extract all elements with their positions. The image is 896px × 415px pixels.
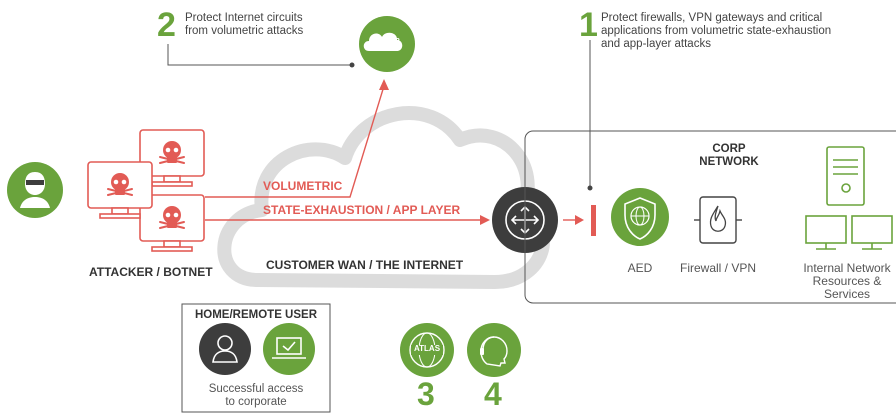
volumetric-arrow: [205, 85, 385, 198]
volumetric-label: VOLUMETRIC: [263, 179, 343, 193]
callout-2-line: from volumetric attacks: [185, 25, 304, 37]
internal-network-line: Services: [823, 287, 870, 301]
arbor-cloud-line: ARBOR: [374, 38, 400, 45]
number-4: 4: [484, 376, 502, 412]
state-exhaustion-label: STATE-EXHAUSTION / APP LAYER: [263, 203, 461, 217]
internet-cloud-label: CUSTOMER WAN / THE INTERNET: [266, 258, 464, 272]
internal-network-line: Resources &: [812, 274, 882, 288]
home-user-caption-line: Successful access: [208, 383, 304, 395]
callout-2-line: Protect Internet circuits: [185, 12, 303, 24]
corp-network-title-line: CORP: [712, 143, 746, 155]
home-user-caption-line: to corporate: [225, 396, 287, 408]
callout-2-text: Protect Internet circuits from volumetri…: [185, 12, 303, 38]
internal-network-line: Internal Network: [803, 261, 891, 275]
internal-network-label: Internal Network Resources & Services: [798, 262, 896, 301]
server-icon: [826, 146, 865, 206]
botnet-monitors: [87, 129, 205, 252]
remote-user-icon: [199, 323, 251, 375]
arbor-cloud-label: ARBOR CLOUD: [359, 38, 415, 54]
callout-1-line: applications from volumetric state-exhau…: [601, 25, 832, 37]
callout-2-leader: [167, 44, 352, 66]
attacker-botnet-label: ATTACKER / BOTNET: [89, 265, 213, 279]
callout-2-number: 2: [157, 6, 176, 44]
atlas-label: ATLAS: [413, 344, 441, 353]
firewall-icon: [694, 196, 742, 244]
firewall-label: Firewall / VPN: [679, 261, 756, 275]
home-user-box: [181, 303, 331, 413]
number-3: 3: [417, 376, 435, 412]
monitor-icons: [805, 215, 893, 250]
callout-1-line: and app-layer attacks: [601, 38, 711, 50]
corp-network-title: CORP NETWORK: [694, 143, 764, 169]
arbor-cloud-line: CLOUD: [374, 46, 400, 53]
headset-support-icon: [467, 323, 521, 377]
callout-1-line: Protect firewalls, VPN gateways and crit…: [601, 12, 823, 24]
aed-label: AED: [627, 261, 653, 275]
corp-network-title-line: NETWORK: [699, 156, 759, 168]
home-user-caption: Successful access to corporate: [182, 383, 330, 409]
aed-icon: [611, 188, 669, 246]
corp-network-frame: [524, 130, 896, 304]
callout-1-number: 1: [579, 6, 598, 44]
callout-1-text: Protect firewalls, VPN gateways and crit…: [601, 12, 831, 51]
home-user-title: HOME/REMOTE USER: [194, 309, 318, 321]
